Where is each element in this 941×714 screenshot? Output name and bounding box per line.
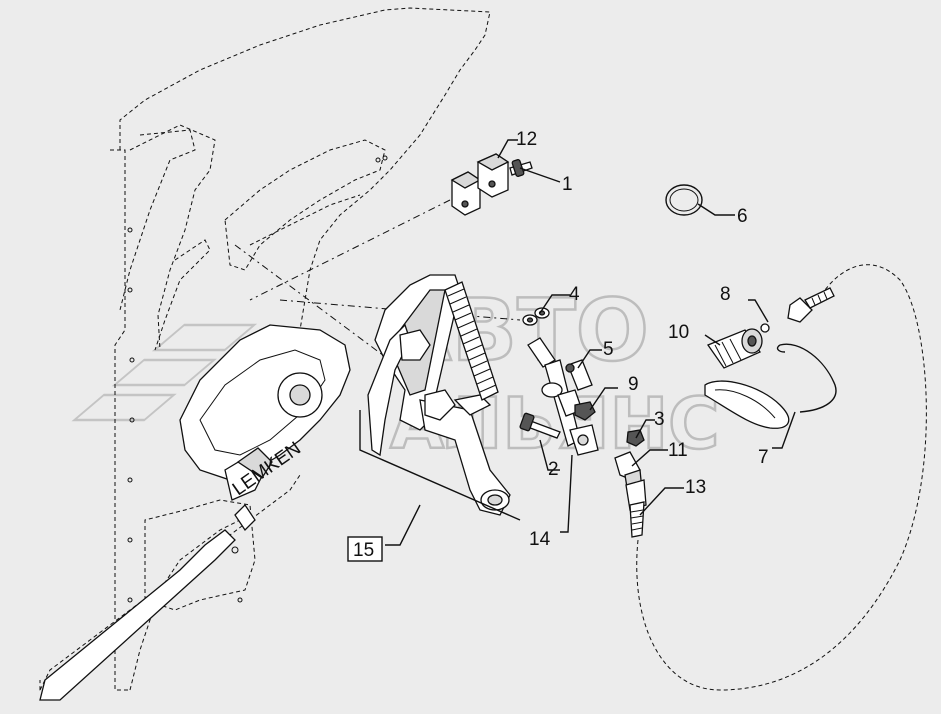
callout-10: 10: [668, 322, 689, 343]
hydraulic-hose-dashed: [636, 264, 927, 691]
nut-part-3: [626, 429, 645, 447]
callout-4: 4: [569, 284, 580, 305]
tension-spring: [444, 281, 499, 401]
alignment-line-b: [249, 199, 451, 301]
nut-part-9: [574, 401, 596, 421]
plough-frame-outline: [39, 7, 491, 701]
callout-9: 9: [628, 374, 639, 395]
lever-bracket-part-15: [367, 274, 511, 516]
callout-2: 2: [548, 459, 559, 480]
pin-part-5: [565, 359, 593, 391]
snap-ring-part-6: [665, 184, 703, 216]
quick-coupler-part-10: [707, 328, 763, 369]
callout-13: 13: [685, 477, 706, 498]
callout-1: 1: [562, 174, 573, 195]
hose-fitting-part-13: [625, 479, 647, 538]
callout-5: 5: [603, 339, 614, 360]
clamp-block-part-12: [450, 153, 510, 216]
callout-15: 15: [353, 540, 374, 561]
bolt-part-2: [519, 412, 561, 439]
callout-12: 12: [516, 129, 537, 150]
adjusting-handle: [39, 503, 256, 701]
bracket-indicator-15: [359, 410, 521, 521]
adapter-bolt-part-8: [760, 287, 835, 333]
gearbox-housing: LEMKEN: [179, 324, 351, 501]
leader-lines: [385, 139, 796, 546]
callout-8: 8: [720, 284, 731, 305]
callout-15-box: 15: [347, 536, 383, 562]
washer-part-4: [522, 307, 550, 326]
callout-7: 7: [758, 447, 769, 468]
linkage-rod-part-14: [527, 337, 599, 456]
dust-cap-part-7: [704, 343, 837, 429]
callout-11: 11: [668, 440, 688, 461]
callout-14: 14: [529, 529, 551, 550]
callout-6: 6: [737, 206, 748, 227]
callout-3: 3: [654, 409, 665, 430]
